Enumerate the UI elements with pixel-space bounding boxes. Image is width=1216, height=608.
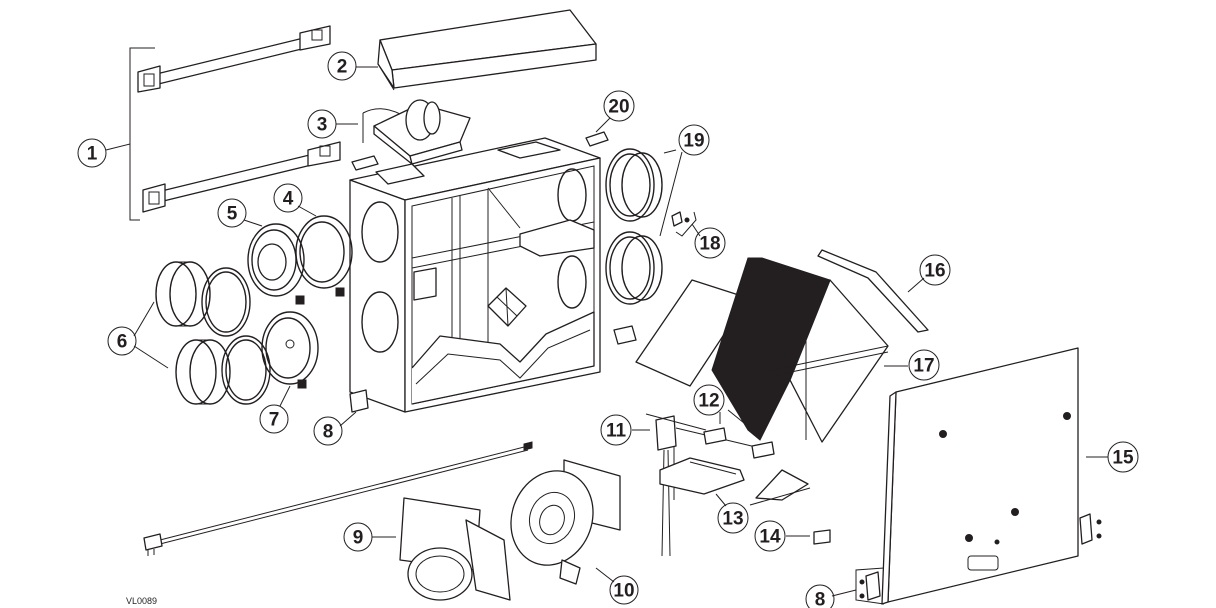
callout-12: 12 xyxy=(693,384,761,437)
callout-label-20: 20 xyxy=(608,97,629,118)
callout-4: 4 xyxy=(273,183,317,217)
callout-11: 11 xyxy=(600,414,650,446)
callout-8-right: 8 xyxy=(805,584,857,608)
part-power-cord xyxy=(143,441,533,556)
callout-label-19: 19 xyxy=(683,131,704,152)
callout-label-8-door: 8 xyxy=(815,590,826,608)
callout-9: 9 xyxy=(343,522,396,552)
part-electrical-box-cover xyxy=(377,9,597,91)
part-small-clip xyxy=(613,325,637,345)
drawing-reference-code: VL0089 xyxy=(126,596,158,606)
part-hinge-pieces xyxy=(351,131,609,171)
callout-label-18: 18 xyxy=(699,234,720,255)
callout-label-11: 11 xyxy=(606,421,627,442)
callout-18: 18 xyxy=(691,223,726,259)
part-wiring-harness xyxy=(645,413,761,557)
callout-1: 1 xyxy=(77,138,131,168)
callout-label-10: 10 xyxy=(613,581,634,602)
part-filter-left xyxy=(635,279,749,387)
callout-2: 2 xyxy=(327,51,378,81)
callout-6: 6 xyxy=(107,301,169,369)
callout-label-2: 2 xyxy=(337,57,348,78)
callout-3: 3 xyxy=(307,109,358,139)
part-heat-recovery-core xyxy=(711,257,889,443)
callout-10: 10 xyxy=(595,567,639,605)
part-control-board xyxy=(659,457,745,495)
callout-5: 5 xyxy=(217,198,263,228)
callout-8-left: 8 xyxy=(313,411,357,446)
callout-14: 14 xyxy=(754,520,810,552)
callout-16: 16 xyxy=(907,254,951,293)
part-damper-assembly xyxy=(362,99,471,165)
callout-19: 19 xyxy=(659,124,710,237)
part-port-collars xyxy=(247,215,353,389)
part-blower-left xyxy=(399,497,511,601)
part-wall-mounting-brackets xyxy=(129,25,341,221)
part-duct-ports xyxy=(605,148,663,305)
callout-label-3: 3 xyxy=(317,115,328,136)
part-access-door xyxy=(881,347,1102,605)
callout-label-13: 13 xyxy=(722,509,743,530)
callout-label-15: 15 xyxy=(1112,448,1134,469)
part-duct-collars xyxy=(155,261,271,405)
callout-label-7: 7 xyxy=(269,410,280,431)
callout-13: 13 xyxy=(715,493,749,534)
callout-label-14: 14 xyxy=(759,527,781,548)
callout-label-4: 4 xyxy=(283,189,294,210)
callout-7: 7 xyxy=(259,385,291,434)
callout-17: 17 xyxy=(884,349,940,381)
callout-label-17: 17 xyxy=(913,356,934,377)
callout-label-16: 16 xyxy=(924,261,945,282)
part-door-hinge-lower xyxy=(855,567,885,605)
part-blower-right xyxy=(510,459,621,585)
callout-label-5: 5 xyxy=(227,204,238,225)
callout-label-1: 1 xyxy=(87,144,98,165)
part-board-cover xyxy=(749,469,811,506)
callout-label-12: 12 xyxy=(698,391,719,412)
part-filter-right xyxy=(817,249,929,333)
part-hardware-kit xyxy=(671,211,697,237)
callout-20: 20 xyxy=(595,90,635,133)
callout-label-6: 6 xyxy=(117,332,128,353)
part-connectors xyxy=(703,427,775,459)
callout-label-8: 8 xyxy=(323,422,334,443)
part-door-hinge-left xyxy=(349,389,369,413)
callout-15: 15 xyxy=(1086,441,1139,473)
part-clip xyxy=(813,529,831,545)
callout-label-9: 9 xyxy=(353,528,364,549)
part-main-cabinet xyxy=(349,137,601,413)
